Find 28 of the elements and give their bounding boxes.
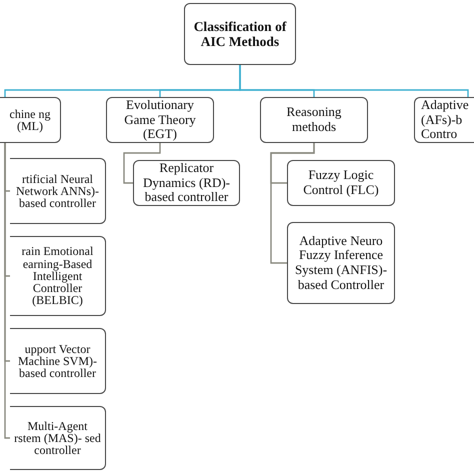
category-box bbox=[10, 328, 106, 394]
category-box bbox=[0, 97, 61, 143]
node-label: Adaptive (AFs)-b Contro bbox=[421, 98, 470, 142]
node-label: Fuzzy Logic Control (FLC) bbox=[302, 168, 380, 198]
connector-line bbox=[270, 143, 315, 264]
category-box bbox=[287, 222, 395, 304]
connector-line bbox=[4, 143, 10, 439]
node-label: chine ng (ML) bbox=[8, 108, 52, 132]
node-label: Replicator Dynamics (RD)- based controller bbox=[142, 161, 231, 205]
connector-line bbox=[239, 65, 469, 97]
category-box bbox=[260, 97, 368, 143]
category-box bbox=[10, 236, 106, 316]
category-box bbox=[106, 97, 214, 143]
node-label: upport Vector Machine SVM)- based controller bbox=[17, 342, 98, 380]
connector-line bbox=[123, 143, 161, 184]
node-label: Multi-Agent rstem (MAS)- sed controller bbox=[14, 420, 101, 456]
root-box bbox=[184, 3, 296, 65]
node-label: rtificial Neural Network ANNs)-based controller bbox=[15, 172, 100, 210]
node-label: Adaptive Neuro Fuzzy Inference System (ANFIS)-based Controller bbox=[294, 234, 388, 292]
category-box bbox=[133, 160, 240, 206]
node-label: Evolutionary Game Theory (EGT) bbox=[123, 98, 197, 142]
node-label: rain Emotional earning-Based Intelligent Controller (BELBIC) bbox=[20, 245, 94, 307]
category-box bbox=[10, 158, 106, 224]
node-label: Classification of AIC Methods bbox=[192, 18, 288, 50]
category-box bbox=[287, 160, 395, 206]
category-box bbox=[10, 406, 106, 470]
node-label: Reasoning methods bbox=[286, 105, 342, 135]
category-box bbox=[414, 97, 474, 143]
